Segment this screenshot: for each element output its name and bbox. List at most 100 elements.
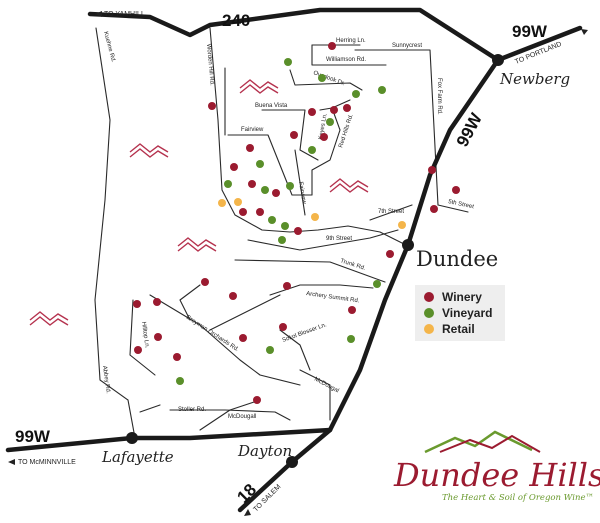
vineyard-marker[interactable] [318,74,326,82]
mcdougal-east-label: McDougal [313,376,340,394]
breyman-orchards-road [149,294,301,386]
winery-marker[interactable] [256,208,264,216]
arrow-down-icon [244,509,251,516]
vineyard-legend-icon [424,308,434,318]
stoller-road-label: Stoller Rd. [178,407,206,413]
winery-marker[interactable] [173,353,181,361]
retail-marker[interactable] [398,221,406,229]
dayton-node [286,456,298,468]
sokol-blosser-lane-label: Sokol Blosser Ln. [282,322,328,344]
hill-symbol [29,311,69,326]
vineyard-marker[interactable] [278,236,286,244]
vineyard-marker[interactable] [286,182,294,190]
winery-marker[interactable] [246,144,254,152]
winery-marker[interactable] [290,131,298,139]
vineyard-marker[interactable] [378,86,386,94]
buena-vista [261,109,306,151]
logo-hills-icon-red [439,434,541,453]
vineyard-marker[interactable] [261,186,269,194]
winery-marker[interactable] [320,133,328,141]
loop-road [209,294,281,331]
newberg-label: Newberg [499,70,570,88]
trunk-road [234,259,386,283]
vineyard-marker[interactable] [373,280,381,288]
winery-marker[interactable] [308,108,316,116]
retail-marker[interactable] [311,213,319,221]
keyes-lane-label: Keyes Ln. [318,113,329,141]
vineyard-marker[interactable] [352,90,360,98]
winery-marker[interactable] [253,396,261,404]
vineyard-marker[interactable] [176,377,184,385]
kuehne-road-label: Kuehne Rd. [102,31,116,63]
lafayette-node [126,432,138,444]
archery-summit-road [269,284,374,296]
archery-summit-road-label: Archery Summit Rd. [306,291,360,304]
winery-marker[interactable] [330,106,338,114]
logo-tagline: The Heart & Soil of Oregon Wine™ [442,493,594,503]
retail-marker[interactable] [234,198,242,206]
winery-marker[interactable] [272,189,280,197]
winery-marker[interactable] [343,104,351,112]
seventh-street [369,204,413,221]
buena-vista-label: Buena Vista [255,103,288,109]
winery-marker[interactable] [153,298,161,306]
winery-marker[interactable] [208,102,216,110]
williamson-road [311,44,387,66]
arrow-left-icon [95,11,102,17]
winery-marker[interactable] [386,250,394,258]
winery-marker[interactable] [201,278,209,286]
winery-marker[interactable] [348,306,356,314]
winery-marker[interactable] [248,180,256,188]
town-nodes [126,54,504,468]
highway-240-label: 240 [222,11,250,30]
hill-symbols [29,79,369,326]
winery-marker[interactable] [229,292,237,300]
winery-marker[interactable] [239,208,247,216]
winery-marker[interactable] [230,163,238,171]
hill-symbol [329,178,369,193]
vineyard-marker[interactable] [284,58,292,66]
vineyard-marker[interactable] [256,160,264,168]
fairview-vertical-label: Fairview [297,181,307,205]
winery-marker[interactable] [428,166,436,174]
winery-marker[interactable] [134,346,142,354]
williamson-road-label: Williamson Rd. [326,57,366,63]
highway-99w-w-label: 99W [15,427,51,446]
winery-marker[interactable] [294,227,302,235]
winery-marker[interactable] [283,282,291,290]
sokol-blosser-lane [279,329,311,371]
local-roads [94,27,469,439]
vineyard-marker[interactable] [268,216,276,224]
vineyard-marker[interactable] [224,180,232,188]
highway-99w-north [495,25,583,63]
vineyard-marker[interactable] [308,146,316,154]
retail-marker[interactable] [218,199,226,207]
vineyard-marker[interactable] [347,335,355,343]
highway-240 [87,7,501,63]
winery-marker[interactable] [239,334,247,342]
winery-marker[interactable] [452,186,460,194]
ninth-street [247,229,399,251]
lafayette-label: Lafayette [101,448,174,466]
retail-legend-icon [424,324,434,334]
dayton-connector [199,399,261,431]
vineyard-marker[interactable] [266,346,274,354]
hill-symbol [129,143,169,158]
hill-symbol [177,237,217,252]
winery-legend-label: Winery [442,290,482,304]
winery-marker[interactable] [133,300,141,308]
worden-hill-road-label: Worden Hill Rd. [205,44,215,87]
breyman-north [179,284,201,321]
vineyard-marker[interactable] [281,222,289,230]
winery-marker[interactable] [154,333,162,341]
logo-name: Dundee Hills [393,456,600,494]
winery-marker[interactable] [279,323,287,331]
arrow-left-icon [8,459,15,465]
winery-marker[interactable] [430,205,438,213]
fifth-street-label: 5th Street [448,199,475,210]
vineyard-marker[interactable] [326,118,334,126]
dundee-hills-logo: Dundee Hills The Heart & Soil of Oregon … [393,430,600,503]
winery-marker[interactable] [328,42,336,50]
sunnycrest [354,49,439,206]
